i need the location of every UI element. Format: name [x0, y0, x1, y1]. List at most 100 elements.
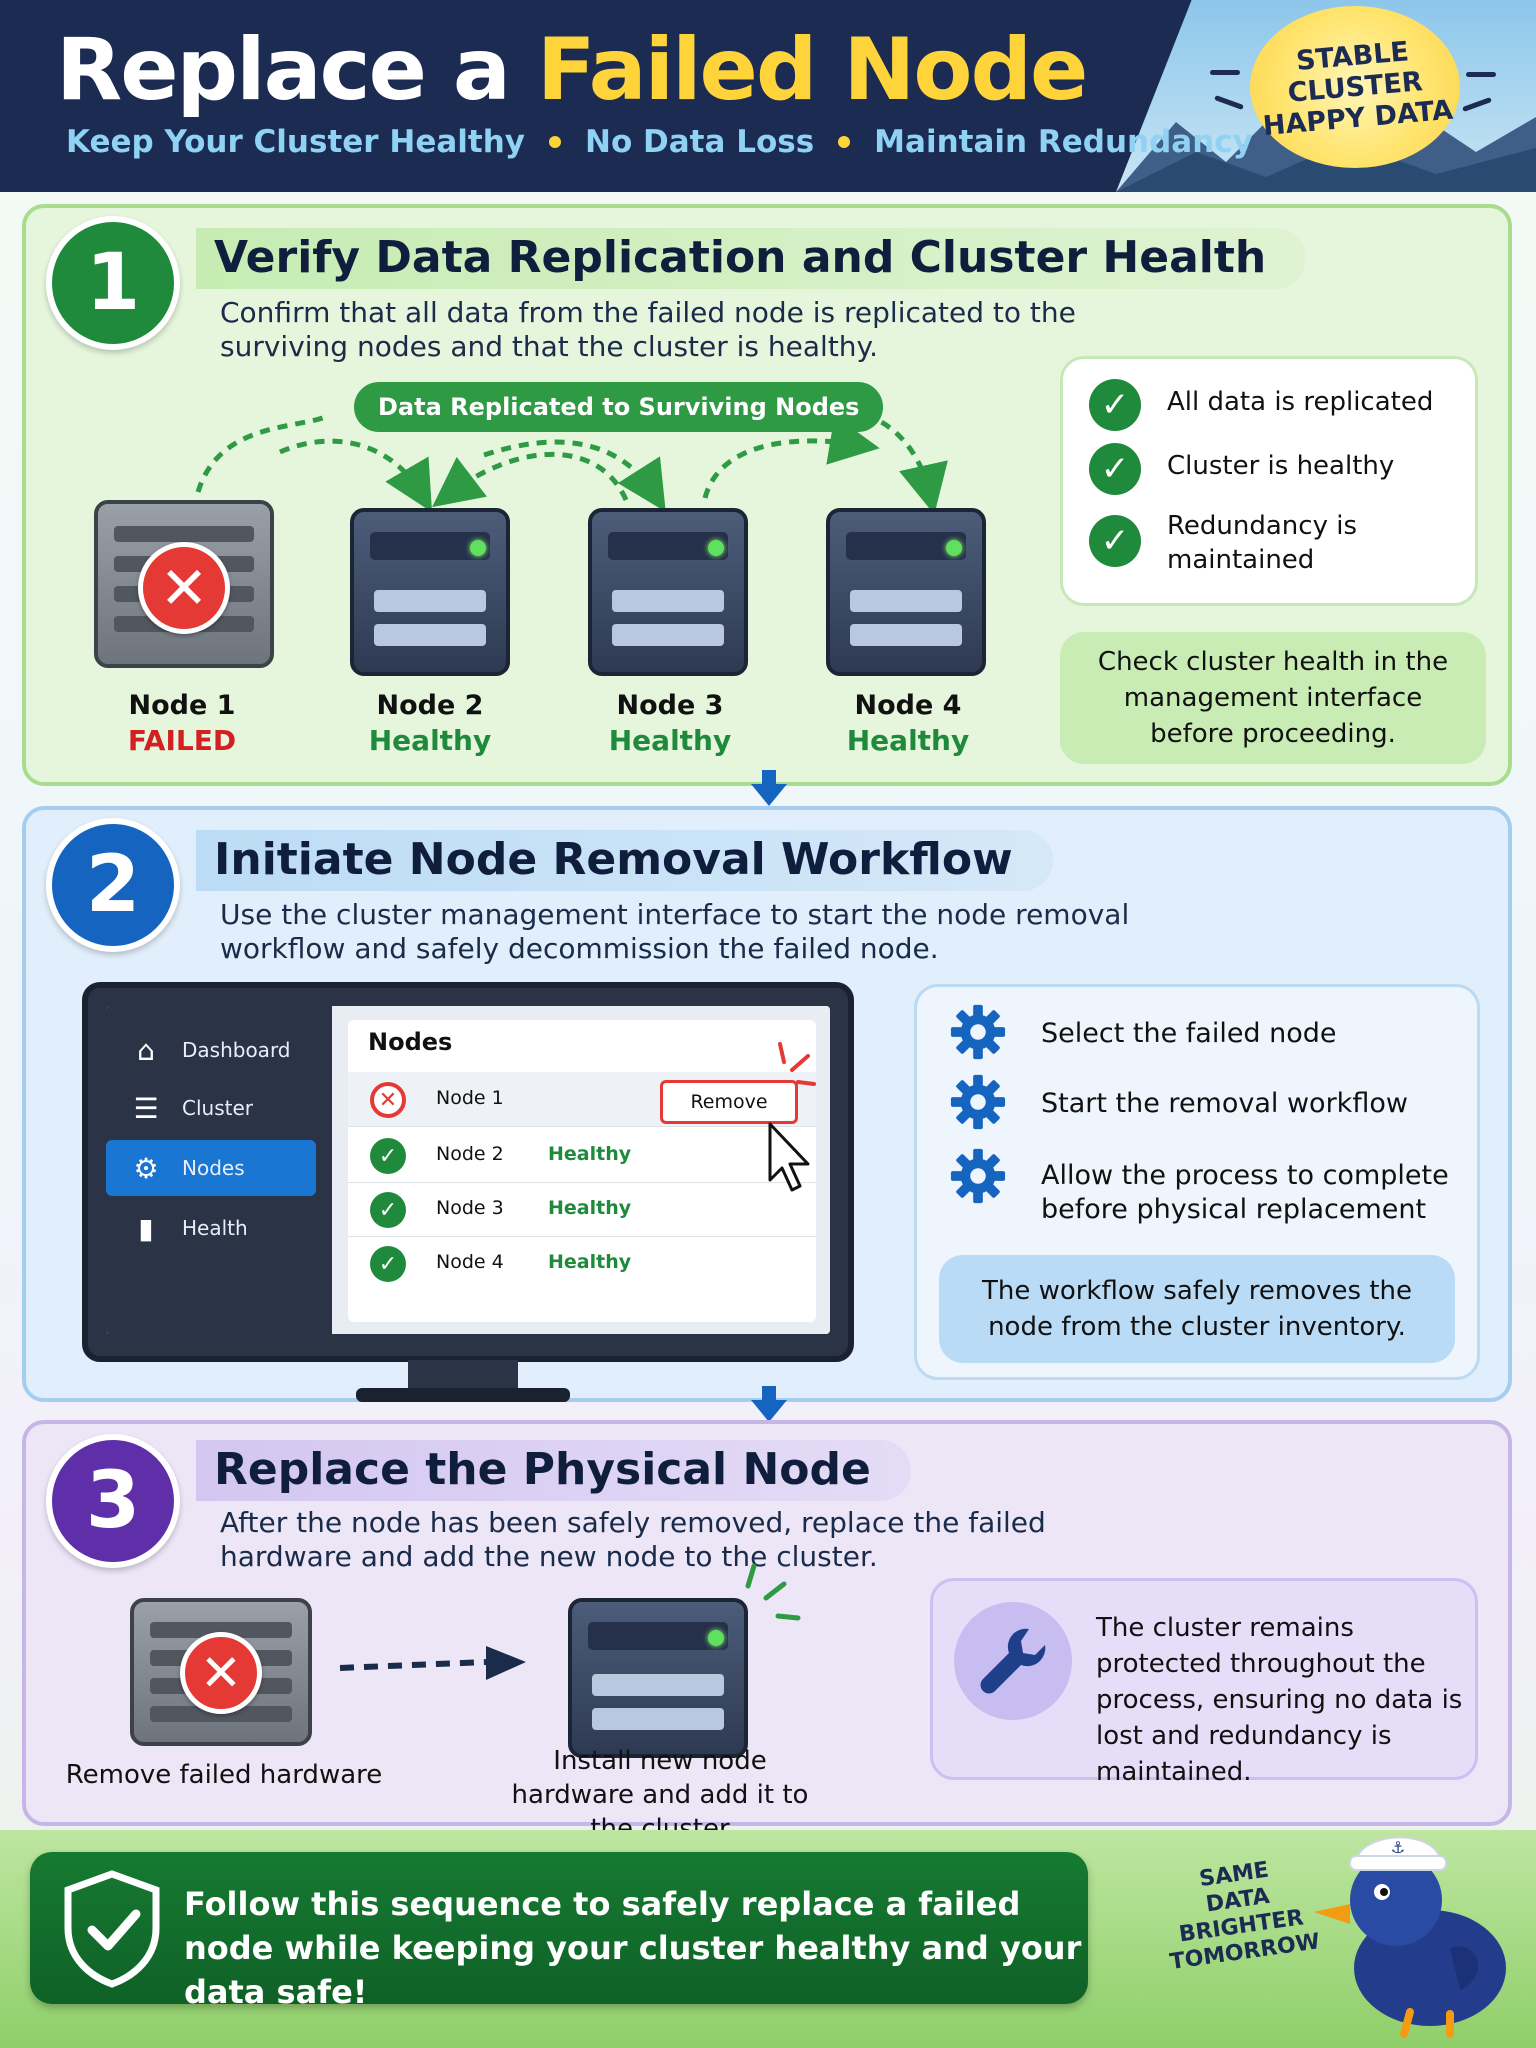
- step3-title: Replace the Physical Node: [196, 1440, 911, 1501]
- sidebar-item-label: Nodes: [182, 1156, 245, 1180]
- sun-badge: STABLE CLUSTER HAPPY DATA: [1250, 6, 1460, 168]
- wrench-icon: [980, 1628, 1046, 1694]
- dashed-arrow: [339, 1646, 526, 1680]
- remove-caption: Remove failed hardware: [65, 1760, 383, 1790]
- check-icon: ✓: [370, 1138, 406, 1174]
- monitor-base: [356, 1388, 570, 1402]
- gear-icon: ⚙: [133, 1151, 159, 1185]
- sparkle-lines: [745, 1563, 801, 1621]
- home-icon: ⌂: [137, 1033, 155, 1067]
- workflow-panel: Select the failed node Start the removal…: [914, 984, 1480, 1380]
- cursor-icon: [768, 1042, 816, 1192]
- step1-title: Verify Data Replication and Cluster Heal…: [196, 228, 1307, 289]
- gear-icon: [950, 1148, 1006, 1204]
- summary-text: Follow this sequence to safely replace a…: [184, 1885, 1082, 2011]
- flow-arrow: [762, 770, 776, 784]
- sidebar: ⌂ Dashboard ☰ Cluster ⚙ Nodes ▮ Health: [106, 1006, 332, 1334]
- node-name: Node 3: [616, 690, 724, 721]
- node-row-status: Healthy: [548, 1197, 632, 1219]
- sidebar-item-cluster[interactable]: ☰ Cluster: [106, 1080, 316, 1136]
- subtitle-item: Keep Your Cluster Healthy: [66, 124, 525, 160]
- node-row-status: Healthy: [548, 1143, 632, 1165]
- sidebar-item-label: Cluster: [182, 1096, 253, 1120]
- node-row-name: Node 1: [436, 1087, 504, 1109]
- failed-server-icon: ✕: [130, 1598, 312, 1746]
- node-status: FAILED: [127, 724, 237, 757]
- bullet-dot: [549, 136, 561, 148]
- management-interface: ⌂ Dashboard ☰ Cluster ⚙ Nodes ▮ Health N…: [106, 1006, 830, 1334]
- replication-arrows: [195, 405, 948, 515]
- checklist-item: Cluster is healthy: [1167, 451, 1395, 481]
- check-icon: ✓: [1089, 515, 1141, 567]
- node-name: Node 4: [854, 690, 962, 721]
- duck-slogan: SAME DATA BRIGHTER TOMORROW: [1157, 1852, 1321, 1976]
- step2-title: Initiate Node Removal Workflow: [196, 830, 1053, 891]
- error-x-icon: ✕: [138, 542, 230, 634]
- step1-description: Confirm that all data from the failed no…: [220, 296, 1076, 363]
- server-icon: [588, 508, 748, 676]
- nodes-card: Nodes ✕ Node 1 Remove ✓ Node 2 Healthy ✓…: [348, 1020, 816, 1322]
- remove-button[interactable]: Remove: [660, 1080, 798, 1124]
- step2-note: The workflow safely removes the node fro…: [939, 1255, 1455, 1363]
- node-name: Node 1: [128, 690, 236, 721]
- server-icon: [350, 508, 510, 676]
- step3-note: The cluster remains protected throughout…: [1096, 1613, 1463, 1787]
- gear-icon: [950, 1004, 1006, 1060]
- monitor-illustration: ⌂ Dashboard ☰ Cluster ⚙ Nodes ▮ Health N…: [82, 982, 854, 1362]
- summary-banner: Follow this sequence to safely replace a…: [30, 1852, 1088, 2011]
- node-status: Healthy: [846, 724, 970, 757]
- failed-server-icon: ✕: [94, 500, 274, 668]
- monitor-stand: [408, 1360, 518, 1392]
- checklist-item: Redundancy is maintained: [1167, 511, 1357, 575]
- wrench-badge: [954, 1602, 1072, 1720]
- bar-chart-icon: ▮: [138, 1211, 154, 1245]
- node-status: Healthy: [368, 724, 492, 757]
- step3-description: After the node has been safely removed, …: [220, 1506, 1046, 1573]
- gear-icon: [950, 1074, 1006, 1130]
- step2-description: Use the cluster management interface to …: [220, 898, 1130, 965]
- duck-mascot-icon: ⚓: [1314, 1836, 1506, 2038]
- bullet-dot: [838, 136, 851, 148]
- check-icon: ✓: [370, 1192, 406, 1228]
- check-icon: ✓: [1089, 443, 1141, 495]
- install-caption: Install new node hardware and add it to …: [511, 1746, 809, 1844]
- node-row-name: Node 2: [436, 1143, 504, 1165]
- replication-label: Data Replicated to Surviving Nodes: [354, 382, 884, 432]
- node-row-status: Healthy: [548, 1251, 632, 1273]
- step3-number-badge: 3: [46, 1434, 180, 1568]
- checklist-panel: ✓ All data is replicated ✓ Cluster is he…: [1060, 356, 1478, 606]
- new-server-icon: [568, 1598, 748, 1758]
- sidebar-item-label: Dashboard: [182, 1038, 291, 1062]
- page-title: Replace a Failed Node: [56, 10, 1088, 130]
- flow-arrow-head: [751, 784, 787, 806]
- workflow-step: Allow the process to complete before phy…: [1041, 1160, 1449, 1225]
- subtitle-item: No Data Loss: [585, 124, 815, 160]
- node-row[interactable]: ✓ Node 2 Healthy: [348, 1128, 816, 1183]
- list-icon: ☰: [133, 1091, 159, 1125]
- sun-ray: [1466, 72, 1496, 77]
- sun-ray: [1210, 70, 1240, 75]
- node-status: Healthy: [608, 724, 732, 757]
- flow-arrow-head: [751, 1400, 787, 1422]
- error-x-icon: ✕: [370, 1082, 406, 1118]
- flow-arrow: [762, 1386, 776, 1400]
- svg-text:⚓: ⚓: [1391, 1838, 1405, 1857]
- title-part-white: Replace a: [56, 20, 511, 120]
- check-icon: ✓: [370, 1246, 406, 1282]
- step1-note: Check cluster health in the management i…: [1060, 632, 1486, 764]
- node-name: Node 2: [376, 690, 484, 721]
- error-x-icon: ✕: [180, 1632, 262, 1714]
- node-row-failed[interactable]: ✕ Node 1 Remove: [348, 1072, 816, 1127]
- node-row[interactable]: ✓ Node 4 Healthy: [348, 1236, 816, 1290]
- subtitle: Keep Your Cluster Healthy No Data Loss M…: [66, 124, 1253, 160]
- node-row[interactable]: ✓ Node 3 Healthy: [348, 1182, 816, 1237]
- title-part-yellow: Failed Node: [536, 20, 1088, 120]
- node-row-name: Node 4: [436, 1251, 504, 1273]
- sidebar-item-health[interactable]: ▮ Health: [106, 1200, 316, 1256]
- sidebar-item-nodes[interactable]: ⚙ Nodes: [106, 1140, 316, 1196]
- checklist-item: All data is replicated: [1167, 387, 1434, 417]
- step1-number-badge: 1: [46, 216, 180, 350]
- sidebar-item-dashboard[interactable]: ⌂ Dashboard: [106, 1022, 316, 1078]
- node-row-name: Node 3: [436, 1197, 504, 1219]
- step2-number-badge: 2: [46, 818, 180, 952]
